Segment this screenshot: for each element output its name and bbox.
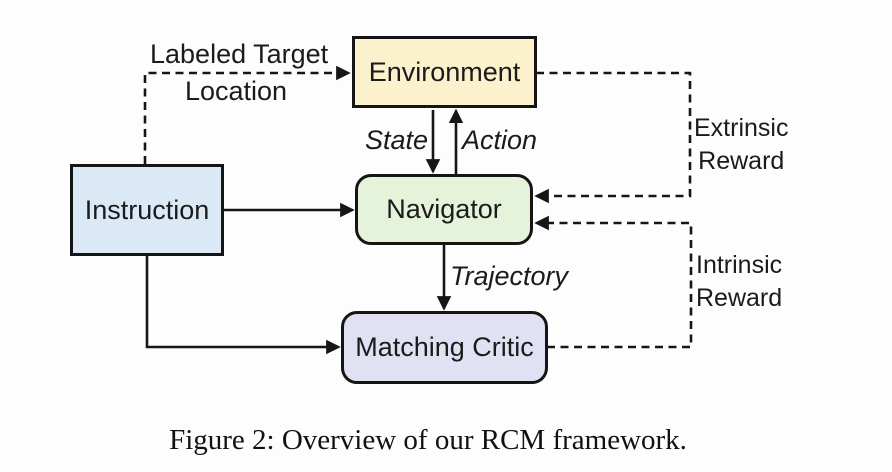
instruction-label: Instruction xyxy=(84,194,210,225)
intrinsic-reward-label: Intrinsic Reward xyxy=(696,249,782,315)
navigator-node: Navigator xyxy=(355,174,533,245)
environment-label: Environment xyxy=(368,56,521,87)
intrinsic-reward-line1: Intrinsic xyxy=(696,251,783,279)
figure-caption: Figure 2: Overview of our RCM framework. xyxy=(169,424,687,456)
matching-critic-label: Matching Critic xyxy=(355,332,534,362)
labeled-target-label: Labeled Target xyxy=(150,39,329,69)
trajectory-label: Trajectory xyxy=(450,261,569,291)
state-label: State xyxy=(364,125,428,155)
location-label: Location xyxy=(184,76,288,106)
action-label: Action xyxy=(462,125,538,155)
instruction-to-critic-arrow xyxy=(145,256,341,355)
environment-node: Environment xyxy=(352,36,537,108)
extrinsic-reward-line1: Extrinsic xyxy=(694,114,789,142)
navigator-label: Navigator xyxy=(386,194,502,224)
extrinsic-reward-label: Extrinsic Reward xyxy=(694,112,788,178)
instruction-node: Instruction xyxy=(70,164,224,256)
extrinsic-reward-line2: Reward xyxy=(698,147,785,175)
extrinsic-reward-arrow xyxy=(534,71,692,204)
matching-critic-node: Matching Critic xyxy=(341,311,548,384)
intrinsic-reward-line2: Reward xyxy=(696,284,783,312)
